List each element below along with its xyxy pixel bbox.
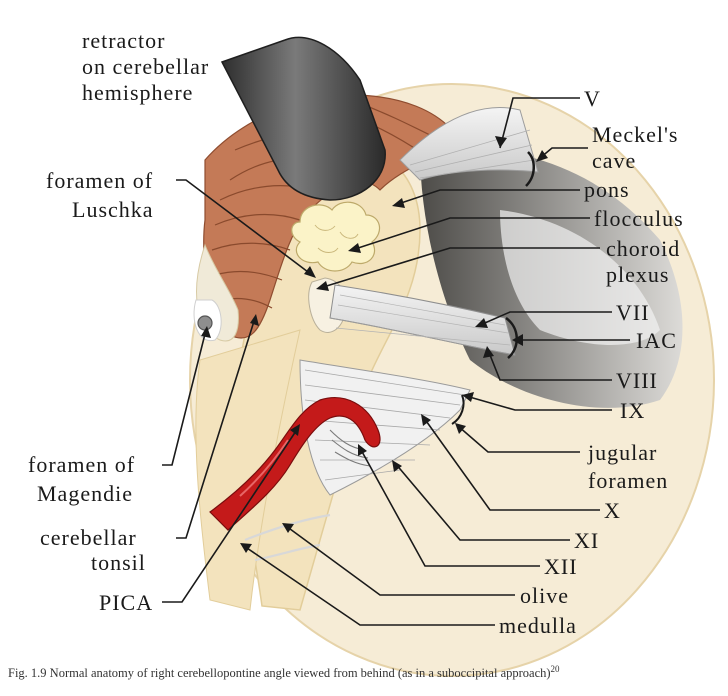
vii-viii-fibers	[335, 294, 511, 346]
jugular-foramen	[451, 394, 465, 425]
label-ix: IX	[620, 398, 645, 423]
figure-caption: Fig. 1.9 Normal anatomy of right cerebel…	[8, 664, 724, 681]
leader-pons	[394, 189, 580, 206]
leader-ix	[465, 395, 612, 411]
label-choroid-2: plexus	[606, 262, 669, 287]
label-pons: pons	[584, 177, 630, 202]
leader-olive	[285, 525, 515, 596]
label-magendie-1: foramen of	[28, 452, 135, 477]
leader-flocculus	[351, 217, 590, 251]
leader-jugular	[457, 425, 580, 453]
label-vii: VII	[616, 300, 650, 325]
caption-text: Fig. 1.9 Normal anatomy of right cerebel…	[8, 666, 551, 681]
label-flocculus: flocculus	[594, 206, 684, 231]
meckels-cave	[525, 151, 535, 187]
label-jugular-2: foramen	[588, 468, 668, 493]
label-magendie-2: Magendie	[37, 481, 133, 506]
leader-tonsil	[176, 317, 256, 539]
label-meckels-2: cave	[592, 148, 636, 173]
leader-viii	[487, 349, 612, 381]
label-xii: XII	[544, 554, 578, 579]
flocculus-detail	[314, 224, 359, 253]
label-meckels-1: Meckel's	[592, 122, 679, 147]
label-x: X	[604, 498, 621, 523]
label-viii: VIII	[616, 368, 658, 393]
leader-choroid	[319, 247, 600, 289]
retractor	[220, 36, 386, 201]
label-luschka-1: foramen of	[46, 168, 153, 193]
leader-medulla	[243, 545, 495, 626]
leader-xii	[359, 447, 540, 567]
leader-magendie	[162, 329, 207, 466]
label-luschka-2: Luschka	[72, 197, 154, 222]
flocculus	[291, 201, 381, 272]
leader-xi	[394, 462, 570, 541]
pica-highlight	[239, 439, 289, 497]
caption-reference: 20	[550, 664, 560, 674]
label-xi: XI	[574, 528, 599, 553]
label-choroid-1: choroid	[606, 236, 680, 261]
label-retractor-3: hemisphere	[82, 80, 193, 105]
leader-pica	[162, 427, 299, 603]
medulla-region	[195, 329, 301, 611]
label-jugular-1: jugular	[587, 440, 657, 465]
labels: retractor on cerebellar hemisphere foram…	[28, 28, 684, 638]
label-pica: PICA	[99, 590, 153, 615]
leader-x	[423, 417, 600, 511]
label-iac: IAC	[636, 328, 677, 353]
label-v: V	[584, 86, 601, 111]
leader-v	[499, 97, 580, 149]
magendie-opening	[197, 315, 213, 331]
label-tonsil-2: tonsil	[91, 550, 146, 575]
label-tonsil-1: cerebellar	[40, 525, 137, 550]
leader-lines	[162, 97, 630, 626]
nerve-v-fibers	[409, 129, 535, 179]
label-retractor-1: retractor	[82, 28, 166, 53]
label-medulla: medulla	[499, 613, 577, 638]
leader-luschka	[176, 179, 313, 276]
label-olive: olive	[520, 583, 569, 608]
leader-vii	[477, 311, 612, 327]
label-retractor-2: on cerebellar	[82, 54, 209, 79]
